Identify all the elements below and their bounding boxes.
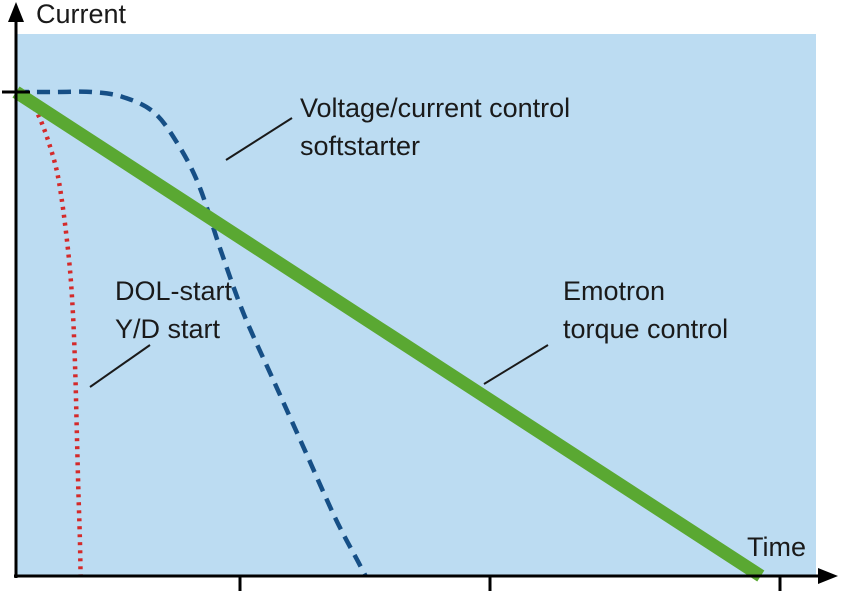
series-label-dol-line-2: Y/D start — [115, 314, 221, 344]
series-label-softstarter-line-1: Voltage/current control — [300, 93, 570, 123]
series-label-dol-line-1: DOL-start — [115, 276, 233, 306]
series-label-softstarter-line-2: softstarter — [300, 131, 420, 161]
plot-background — [16, 34, 816, 576]
leader-line-emotron — [483, 344, 549, 385]
series-label-emotron-line-2: torque control — [563, 314, 728, 344]
leader-layer — [89, 117, 549, 388]
series-line-softstarter — [16, 89, 368, 578]
series-line-dol — [14, 89, 83, 577]
series-layer — [12, 86, 765, 582]
x-tick-layer — [238, 576, 782, 591]
y-axis-arrow — [8, 2, 24, 22]
series-label-emotron-line-1: Emotron — [563, 276, 665, 306]
x-axis-arrow — [818, 568, 838, 584]
y-axis-label: Current — [36, 0, 127, 29]
series-line-emotron — [12, 86, 765, 582]
leader-line-softstarter — [225, 117, 293, 161]
x-axis-label: Time — [747, 532, 806, 562]
axis-layer — [2, 2, 838, 584]
leader-line-dol — [89, 344, 151, 388]
